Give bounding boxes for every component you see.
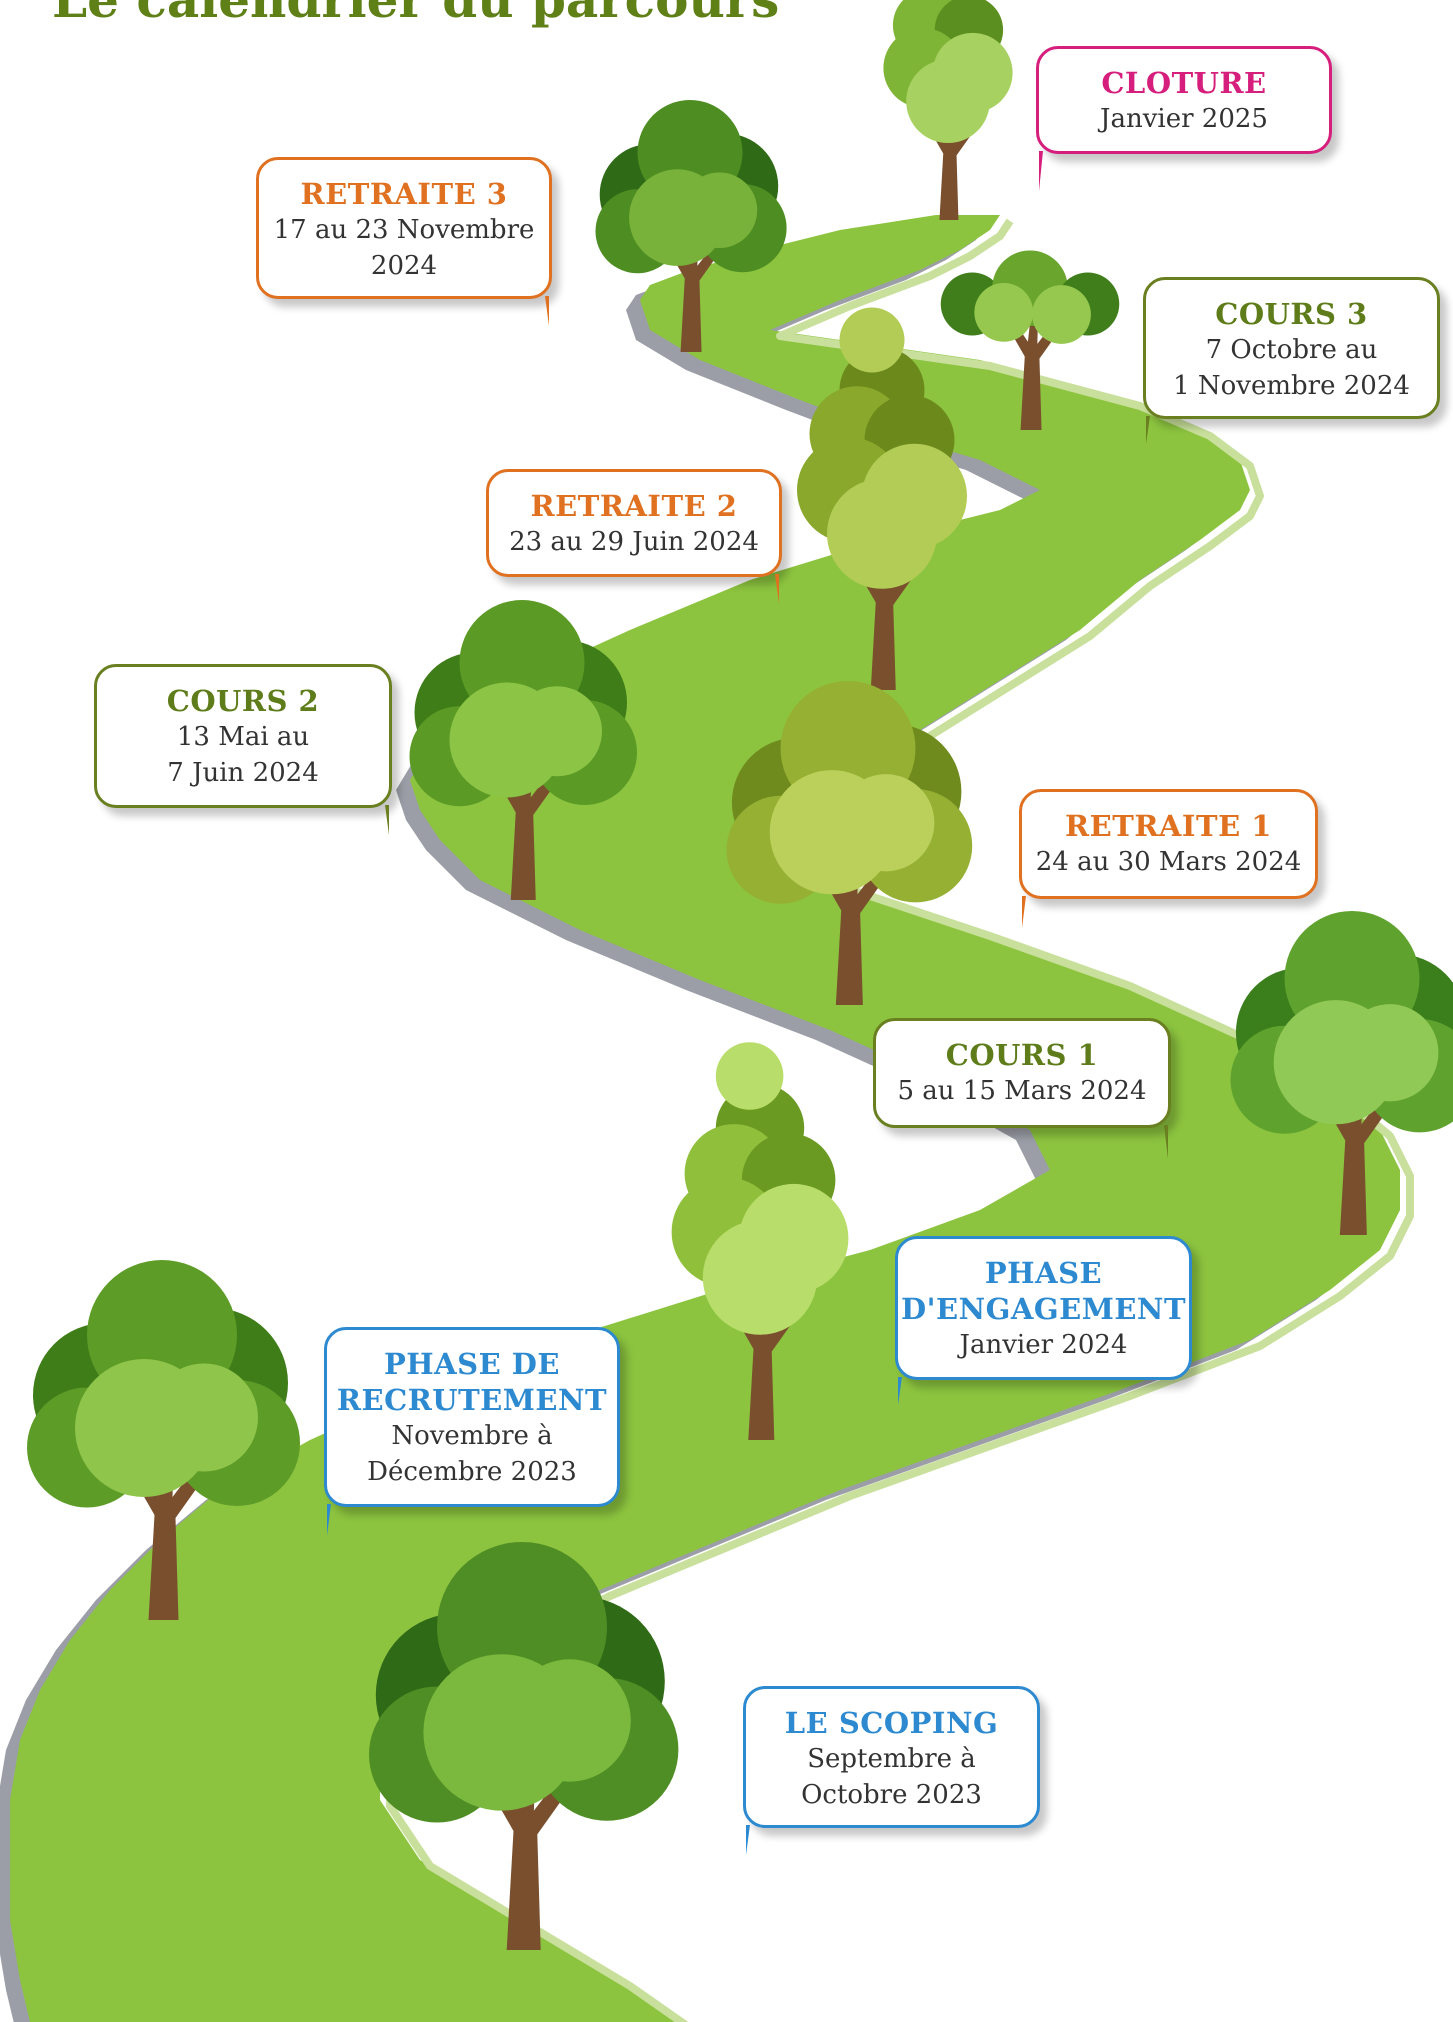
- tree-foliage: [827, 478, 937, 589]
- milestone-heading: PHASE: [984, 1256, 1103, 1290]
- milestone-date: Décembre 2023: [367, 1457, 577, 1487]
- milestone-date: 7 Juin 2024: [167, 758, 319, 788]
- tree-foliage: [150, 1363, 258, 1472]
- tree-foliage: [681, 172, 758, 249]
- bubble-tail: [327, 1504, 367, 1536]
- tree-foliage: [1341, 1004, 1439, 1102]
- tree-tall-olive: [797, 307, 967, 690]
- milestone-cours-1: COURS 1 5 au 15 Mars 2024: [873, 1018, 1171, 1159]
- tree-foliage: [702, 1220, 818, 1335]
- milestone-phase-recrutement: PHASE DE RECRUTEMENT Novembre à Décembre…: [324, 1327, 620, 1536]
- milestone-retraite-1: RETRAITE 1 24 au 30 Mars 2024: [1019, 789, 1318, 928]
- tree-foliage: [839, 307, 905, 373]
- bubble-tail: [1022, 896, 1064, 928]
- milestone-cours-3: COURS 3 7 Octobre au 1 Novembre 2024: [1143, 277, 1440, 444]
- milestone-heading: LE SCOPING: [784, 1706, 999, 1740]
- tree-umbrella: [940, 250, 1120, 430]
- milestone-heading: RETRAITE 2: [530, 489, 738, 523]
- tree-tall-light: [671, 1042, 849, 1440]
- milestone-date: Janvier 2025: [1100, 104, 1268, 134]
- milestone-heading: RETRAITE 3: [300, 177, 508, 211]
- tree-big-bottom: [369, 1542, 679, 1950]
- milestone-heading: COURS 3: [1215, 297, 1368, 331]
- bubble-tail: [746, 1825, 790, 1855]
- milestone-date: Janvier 2024: [959, 1330, 1128, 1360]
- milestone-cours-2: COURS 2 13 Mai au 7 Juin 2024: [94, 664, 392, 835]
- tree-foliage: [1032, 285, 1091, 344]
- page-title: Le calendrier du parcours: [52, 0, 779, 30]
- tree-foliage: [508, 1659, 631, 1782]
- milestone-heading: RECRUTEMENT: [336, 1383, 608, 1417]
- tree-round: [409, 600, 637, 900]
- milestone-heading: CLOTURE: [1101, 66, 1267, 100]
- milestone-scoping: LE SCOPING Septembre à Octobre 2023: [743, 1686, 1040, 1855]
- milestone-date: 23 au 29 Juin 2024: [509, 527, 759, 557]
- bubble-tail: [501, 296, 549, 326]
- milestone-retraite-2: RETRAITE 2 23 au 29 Juin 2024: [486, 469, 782, 604]
- bubble-tail: [1039, 151, 1081, 191]
- trees: [27, 0, 1453, 1950]
- bubble-tail: [1124, 1125, 1168, 1159]
- tree-foliage: [906, 59, 990, 144]
- tree-foliage: [837, 774, 935, 872]
- milestone-retraite-3: RETRAITE 3 17 au 23 Novembre 2024: [256, 157, 552, 326]
- milestone-phase-engagement: PHASE D'ENGAGEMENT Janvier 2024: [895, 1236, 1192, 1405]
- tree-foliage: [715, 1042, 784, 1110]
- road-surface: [10, 215, 1400, 2022]
- milestone-date: 17 au 23 Novembre: [273, 215, 535, 245]
- milestone-cloture: CLOTURE Janvier 2025: [1036, 46, 1332, 191]
- bubble-tail: [1146, 416, 1186, 444]
- milestone-date: Septembre à: [807, 1744, 976, 1774]
- milestone-date: 2024: [370, 251, 438, 281]
- tree-big-round: [1230, 911, 1453, 1235]
- tree-round-dark: [595, 100, 787, 352]
- milestone-heading: PHASE DE: [383, 1347, 561, 1381]
- milestone-date: 1 Novembre 2024: [1173, 371, 1410, 401]
- milestone-date: 13 Mai au: [176, 722, 310, 752]
- milestone-heading: COURS 2: [166, 684, 320, 718]
- tree-round-left: [27, 1260, 300, 1620]
- milestone-date: 7 Octobre au: [1205, 335, 1378, 365]
- milestone-date: Novembre à: [391, 1421, 553, 1451]
- tree-round-olive: [726, 681, 973, 1005]
- milestone-heading: COURS 1: [945, 1038, 1099, 1072]
- milestone-heading: D'ENGAGEMENT: [900, 1292, 1187, 1326]
- milestone-date: 24 au 30 Mars 2024: [1035, 847, 1302, 877]
- tree-foliage: [512, 686, 602, 777]
- bubble-tail: [735, 574, 779, 604]
- milestone-date: 5 au 15 Mars 2024: [897, 1076, 1147, 1106]
- bubble-tail: [345, 805, 389, 835]
- bubble-tail: [898, 1377, 942, 1405]
- tree-foliage: [974, 283, 1034, 342]
- milestone-heading: RETRAITE 1: [1065, 809, 1272, 843]
- milestone-date: Octobre 2023: [801, 1780, 982, 1810]
- tree-tall: [883, 0, 1013, 220]
